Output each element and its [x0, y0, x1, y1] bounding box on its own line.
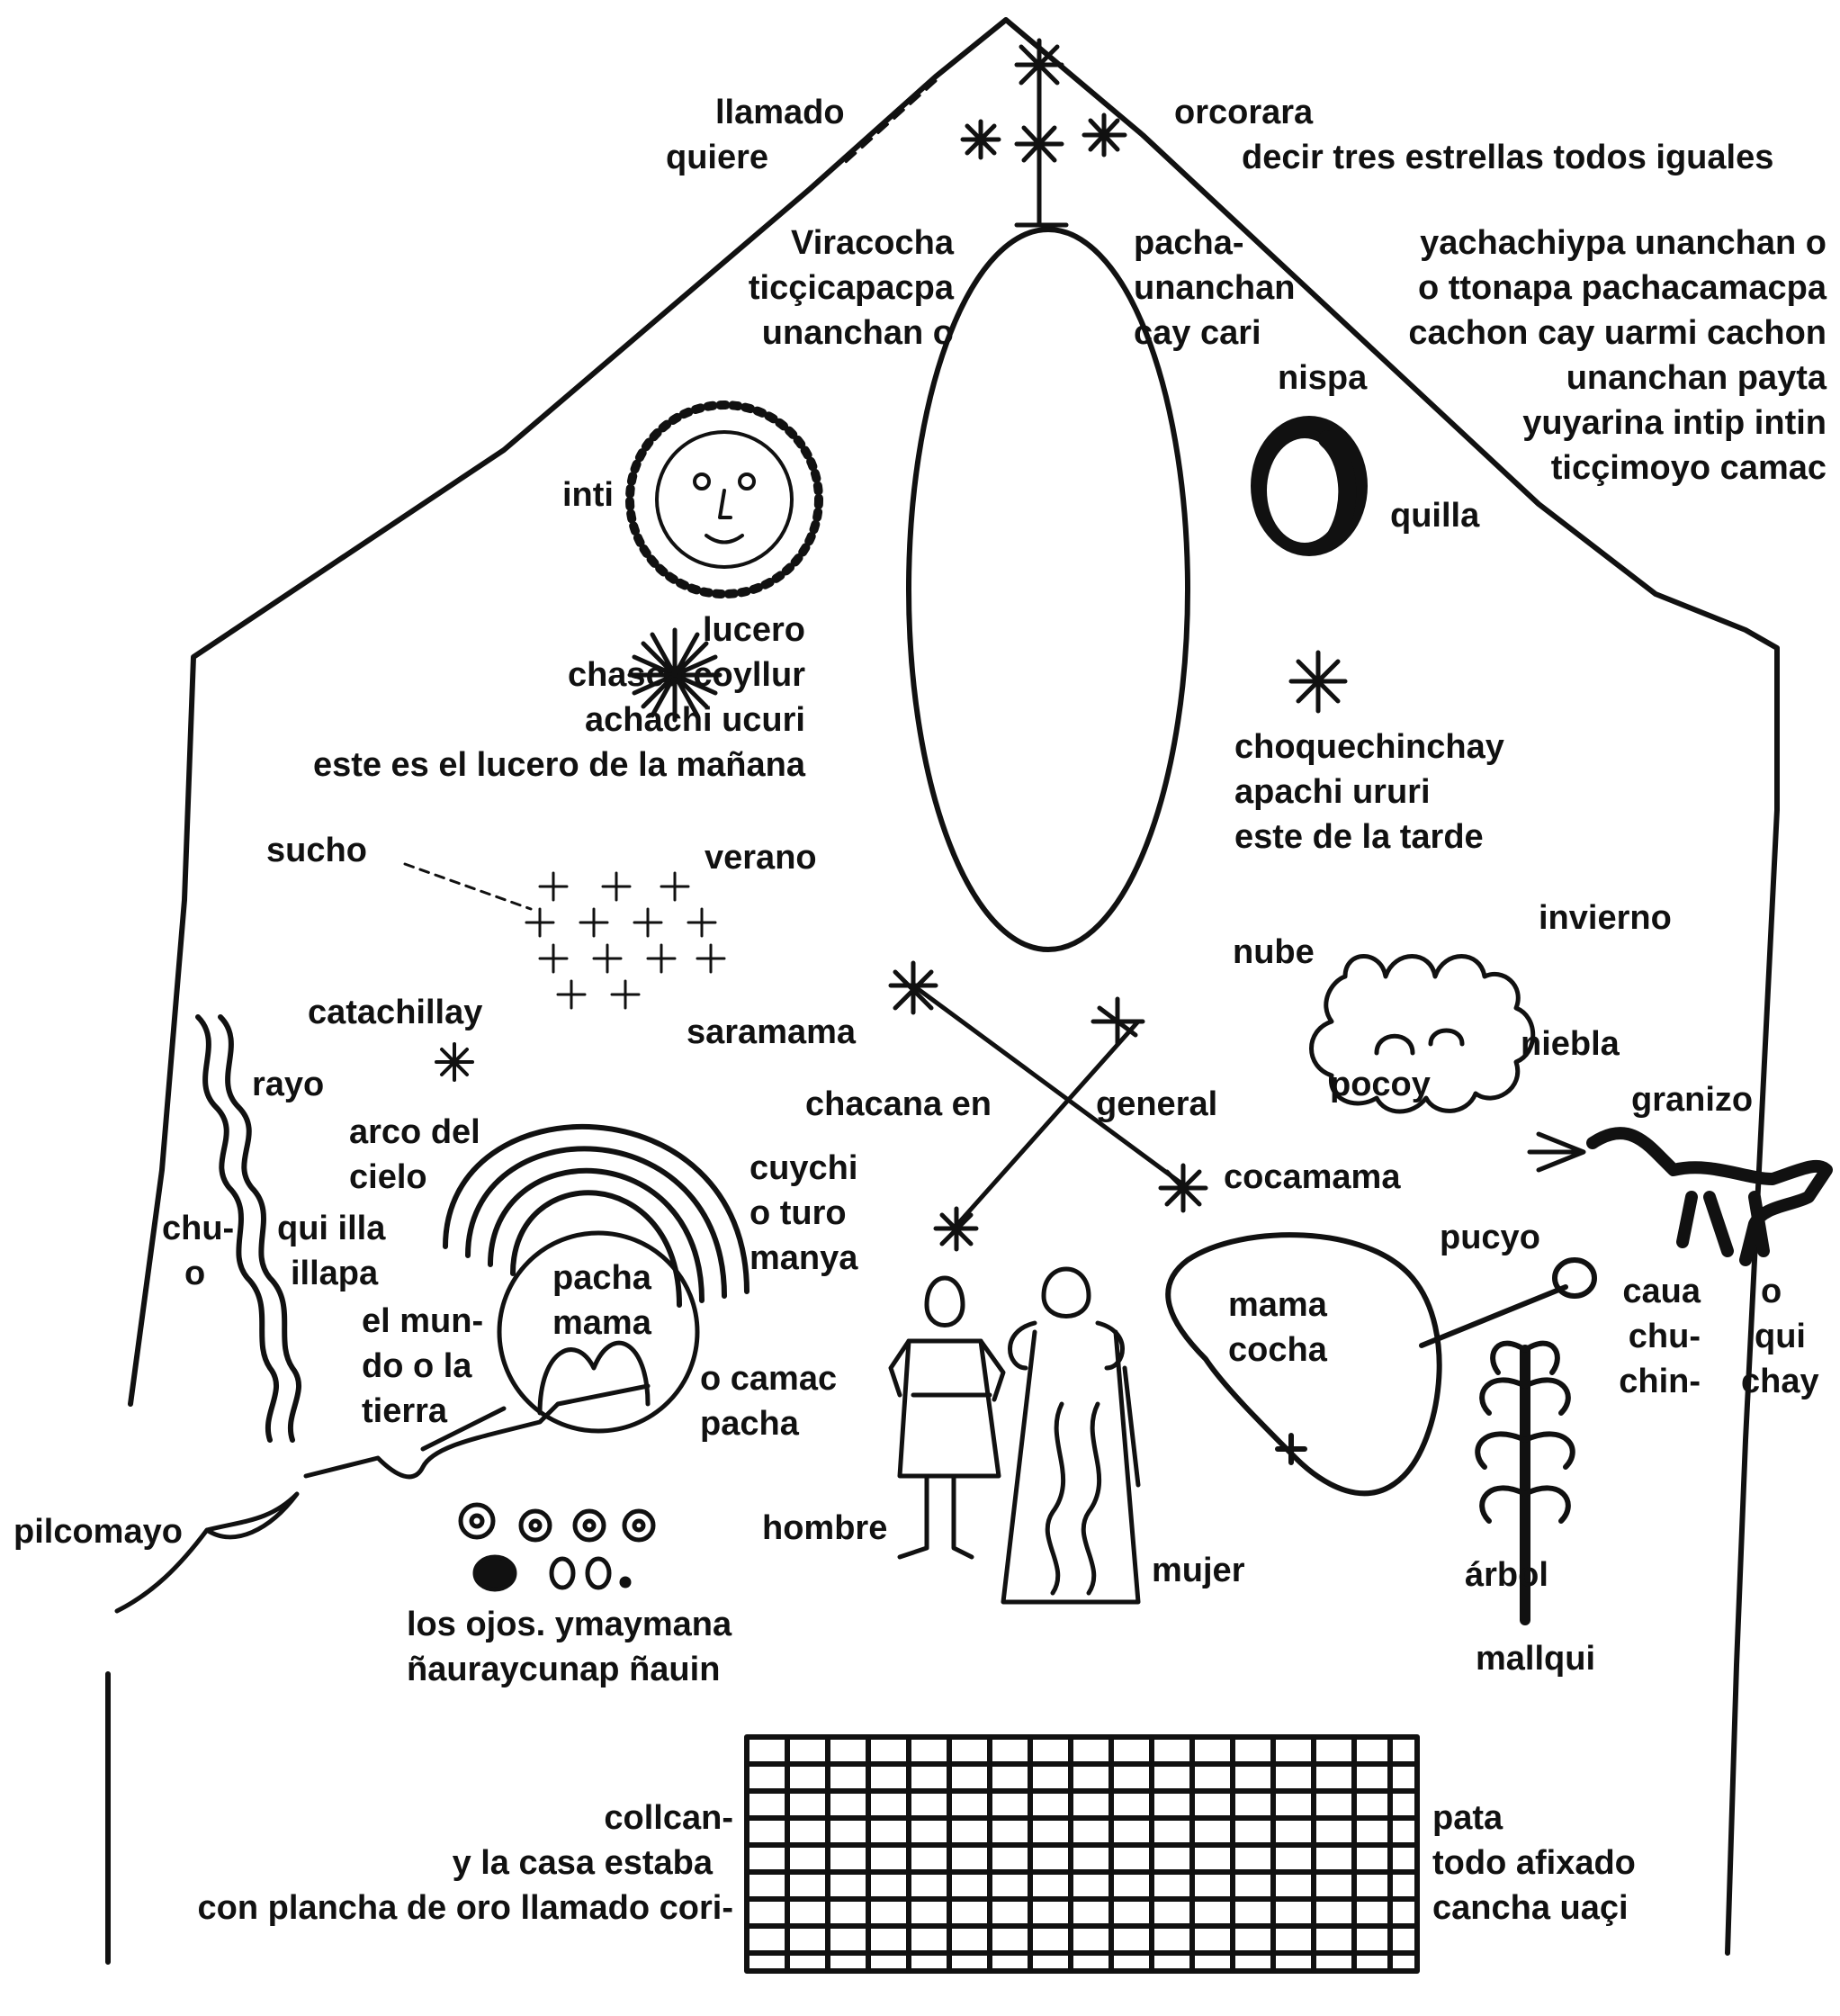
central-oval — [906, 227, 1190, 952]
hail-animal-icon — [1527, 1127, 1833, 1266]
label-hombre: hombre — [762, 1509, 888, 1547]
label-quilla: quilla — [1390, 497, 1480, 535]
moon-icon — [1251, 416, 1368, 556]
label-verano: verano — [705, 839, 817, 877]
label-mallqui: mallqui — [1476, 1640, 1596, 1678]
label-saramama: saramama — [687, 1013, 857, 1051]
label-three-stars: decir tres estrellas todos iguales — [1242, 139, 1774, 176]
label-general: general — [1096, 1085, 1218, 1123]
catachillay-star-icon — [435, 1042, 474, 1082]
evening-star-icon — [1288, 650, 1348, 714]
label-chu-o: chu-o — [162, 1210, 235, 1292]
lightning-icon — [195, 1014, 302, 1443]
pilcomayo-river — [114, 1383, 651, 1614]
label-granizo: granizo — [1631, 1081, 1754, 1119]
label-sucho: sucho — [266, 832, 367, 869]
woman-figure-icon — [1001, 1266, 1141, 1605]
dashed-roof-segment — [844, 79, 938, 164]
man-figure-icon — [888, 1275, 1006, 1560]
label-cocamama: cocamama — [1224, 1158, 1401, 1196]
label-catachillay: catachillay — [308, 994, 483, 1031]
morning-star-icon — [627, 627, 723, 723]
tree-icon — [1475, 1340, 1575, 1625]
label-pilcomayo: pilcomayo — [13, 1513, 183, 1551]
rainbow-icon — [443, 1123, 749, 1308]
three-stars-icon — [960, 38, 1127, 228]
sucho-line — [403, 862, 533, 911]
label-chacana-en: chacana en — [805, 1085, 992, 1123]
label-llamado: llamado — [715, 94, 845, 131]
pachamama-circle-icon — [420, 1230, 700, 1452]
label-invierno: invierno — [1539, 899, 1672, 937]
label-nube: nube — [1233, 933, 1315, 971]
label-rayo: rayo — [252, 1066, 325, 1103]
pleiades-cluster-icon — [525, 871, 726, 1010]
label-niebla: niebla — [1521, 1025, 1620, 1063]
cloud-icon — [1309, 954, 1536, 1114]
label-pocoy: pocoy — [1330, 1066, 1431, 1103]
collcan-grid-icon — [744, 1734, 1420, 1974]
label-arbol: árbol — [1465, 1556, 1548, 1594]
chacana-cross-icon — [888, 960, 1208, 1252]
label-mujer: mujer — [1152, 1552, 1245, 1589]
label-pucyo: pucyo — [1440, 1219, 1540, 1256]
lake-mama-cocha-icon — [1165, 1232, 1597, 1497]
eyes-spirals-icon — [458, 1502, 656, 1592]
label-quiere: quiere — [666, 139, 769, 176]
temple-outline — [105, 17, 1780, 1965]
label-inti: inti — [562, 476, 614, 514]
sun-icon — [625, 400, 823, 598]
label-orcorara: orcorara — [1174, 94, 1314, 131]
